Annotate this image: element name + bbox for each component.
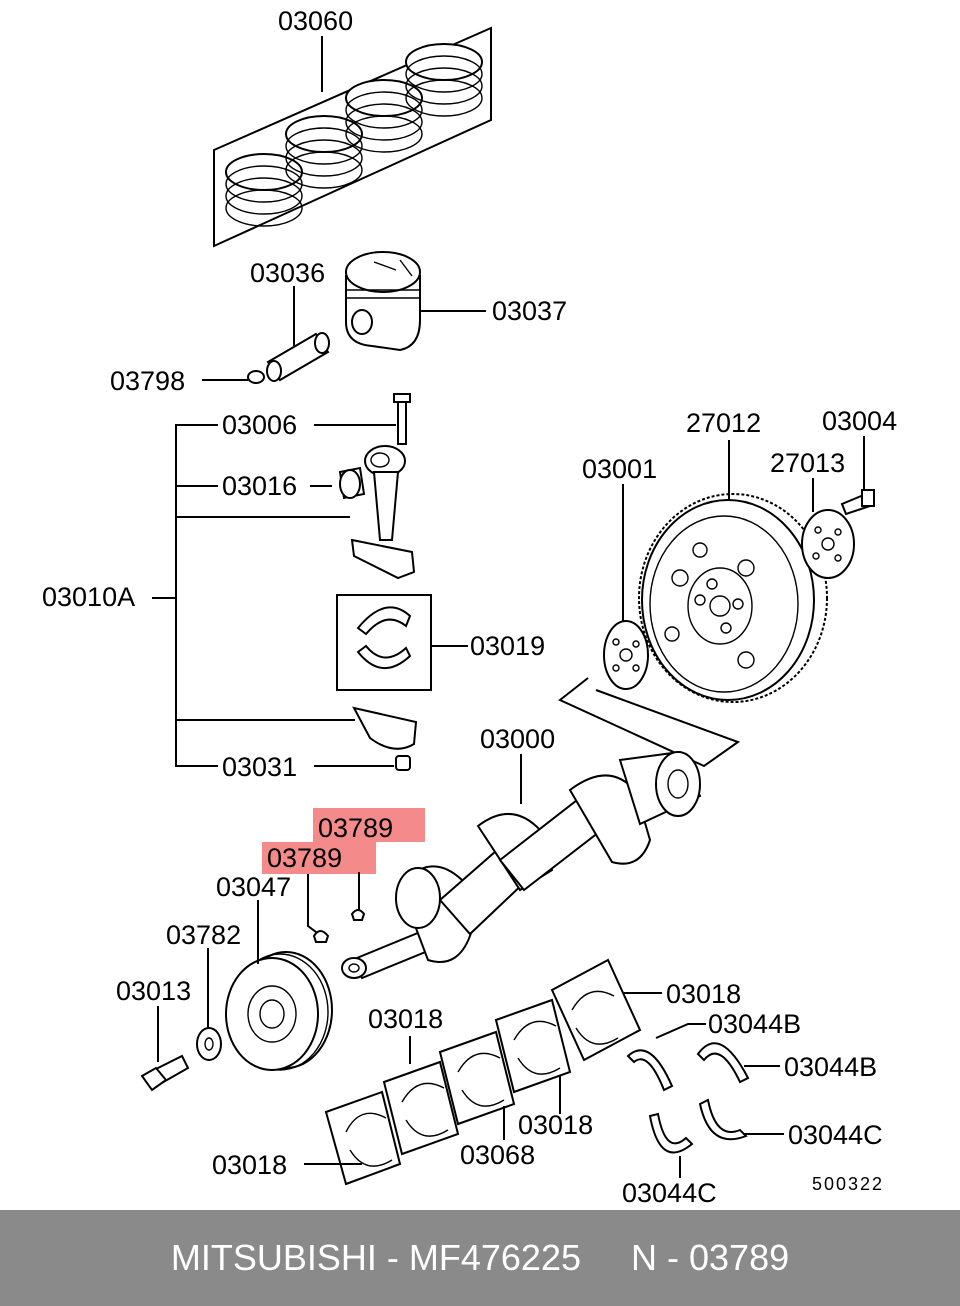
piston-ring-3 [345, 79, 423, 153]
label-03037: 03037 [492, 296, 567, 326]
rod-bolt [393, 393, 411, 445]
piston-ring-2 [285, 115, 363, 189]
label-03789-lower: 03789 [267, 843, 342, 873]
connecting-rod [350, 445, 416, 580]
main-bearing-boxes [324, 958, 642, 1186]
backing-plate [801, 509, 855, 579]
gap [581, 1237, 631, 1279]
label-03044B-2: 03044B [784, 1052, 877, 1082]
woodruff-key-1 [350, 909, 366, 921]
piston [345, 251, 421, 352]
separator: - [376, 1237, 409, 1278]
label-03036: 03036 [250, 258, 325, 288]
adapter-plate [603, 620, 649, 690]
thrust-washer-b-2 [696, 1042, 750, 1084]
parts-diagram: 03060 03037 03036 03798 03010A 03006 030… [42, 6, 897, 1208]
piston-ring-1 [225, 153, 303, 227]
label-27012: 27012 [686, 408, 761, 438]
thrust-washer-c-1 [648, 1112, 694, 1154]
washer [196, 1027, 222, 1061]
label-03798: 03798 [110, 366, 185, 396]
rod-nut [395, 755, 411, 771]
rod-cap [352, 706, 418, 750]
highlight-03789-lower [262, 842, 376, 874]
label-03004: 03004 [822, 406, 897, 436]
thrust-washer-c-2 [698, 1098, 748, 1141]
highlight-03789-upper [313, 808, 425, 842]
brand-name: MITSUBISHI [170, 1237, 377, 1278]
label-03044C-1: 03044C [622, 1178, 717, 1208]
label-03019: 03019 [470, 631, 545, 661]
label-03018-top: 03018 [666, 979, 741, 1009]
label-03047: 03047 [216, 872, 291, 902]
bearing-set-box [336, 594, 432, 691]
label-03044C-2: 03044C [788, 1120, 883, 1150]
label-03031: 03031 [222, 752, 297, 782]
part-number: MF476225 [408, 1237, 581, 1278]
piston-rings-set [213, 26, 492, 248]
flywheel-bolt [840, 489, 875, 516]
reference-number: N - 03789 [631, 1237, 790, 1278]
flywheel [638, 493, 828, 703]
label-03060: 03060 [278, 6, 353, 36]
piston-ring-4 [405, 43, 483, 117]
label-03018-mid: 03018 [368, 1004, 443, 1034]
crank-pulley [225, 951, 333, 1071]
label-03068: 03068 [460, 1140, 535, 1170]
label-03006: 03006 [222, 410, 297, 440]
label-03018-right: 03018 [518, 1110, 593, 1140]
thrust-washer-b-1 [626, 1049, 674, 1092]
piston-pin [266, 332, 330, 382]
label-03044B-1: 03044B [708, 1009, 801, 1039]
label-03016: 03016 [222, 471, 297, 501]
woodruff-key-2 [312, 930, 330, 943]
part-info-footer: MITSUBISHI - MF476225 N - 03789 [0, 1210, 960, 1306]
label-03018-bottom: 03018 [212, 1150, 287, 1180]
diagram-code: 500322 [812, 1174, 884, 1194]
label-03013: 03013 [116, 976, 191, 1006]
label-27013: 27013 [770, 448, 845, 478]
label-03001: 03001 [582, 454, 657, 484]
label-03010A: 03010A [42, 582, 135, 612]
pulley-bolt [140, 1054, 190, 1092]
label-03782: 03782 [166, 920, 241, 950]
label-03789-upper: 03789 [318, 813, 393, 843]
label-03000: 03000 [480, 724, 555, 754]
snap-ring [247, 370, 265, 384]
crankshaft [341, 750, 702, 980]
rod-bushing [338, 466, 366, 500]
